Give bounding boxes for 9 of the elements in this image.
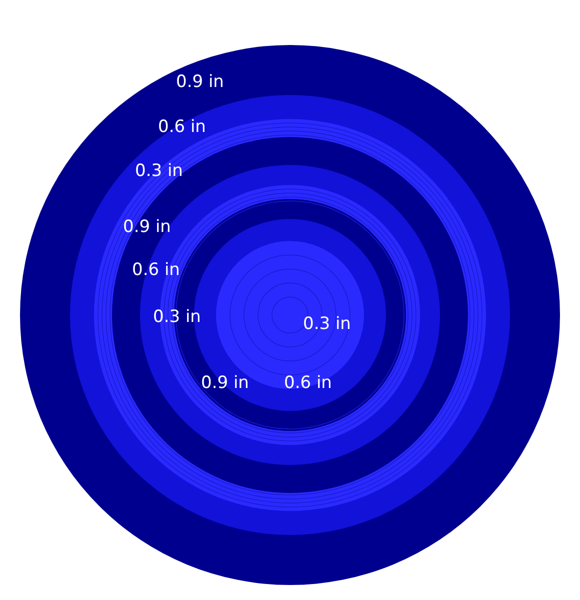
dimension-label: 0.9 in	[201, 373, 249, 393]
dimension-label: 0.6 in	[284, 373, 332, 393]
dimension-label: 0.6 in	[132, 260, 180, 280]
dimension-label: 0.3 in	[135, 161, 183, 181]
dimension-label: 0.3 in	[153, 307, 201, 327]
dimension-label: 0.9 in	[176, 72, 224, 92]
dimension-label: 0.6 in	[158, 117, 206, 137]
dimension-label: 0.3 in	[303, 314, 351, 334]
dimension-label: 0.9 in	[123, 217, 171, 237]
